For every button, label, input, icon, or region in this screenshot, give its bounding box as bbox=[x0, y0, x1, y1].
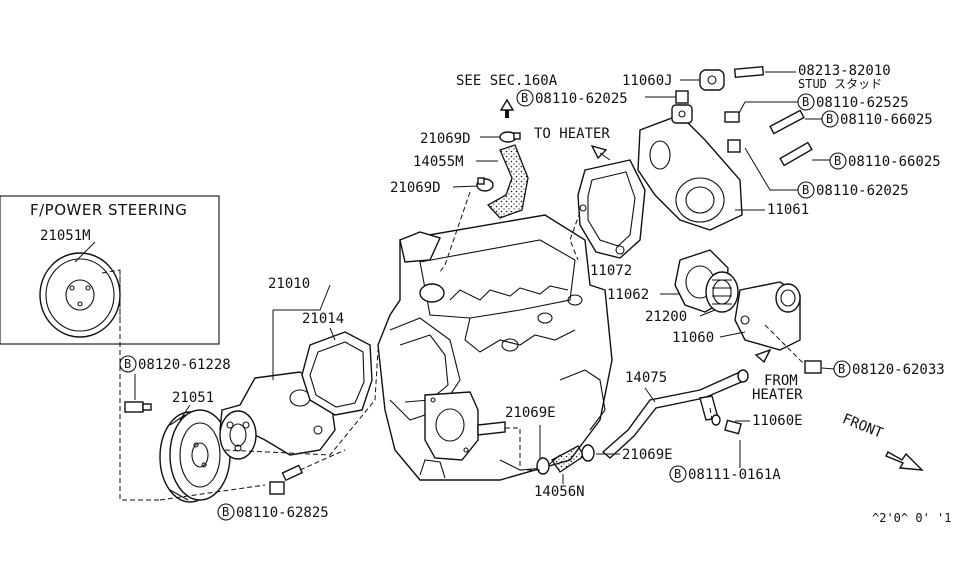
see-section-ref: SEE SEC.160A bbox=[456, 73, 558, 89]
part-label-21069D-mid: 21069D bbox=[390, 180, 441, 196]
callout-08110-66025-a: B 08110-66025 bbox=[821, 110, 933, 128]
bolt-label-08110-62025-mid: 08110-62025 bbox=[816, 183, 909, 199]
stud-08213-82010-drawing bbox=[733, 66, 765, 78]
pulley-21051M-drawing bbox=[39, 252, 121, 338]
bolt-label-08120-61228: 08120-61228 bbox=[138, 357, 231, 373]
part-label-21051: 21051 bbox=[172, 390, 214, 406]
to-heater-label: TO HEATER bbox=[534, 126, 610, 142]
part-label-21069E-right: 21069E bbox=[622, 447, 673, 463]
callout-08110-62525: B 08110-62525 bbox=[797, 93, 909, 111]
part-label-11060: 11060 bbox=[672, 330, 714, 346]
bolt-label-08110-62525: 08110-62525 bbox=[816, 95, 909, 111]
gasket-11072-drawing bbox=[577, 159, 646, 259]
bolt-label-08110-66025-a: 08110-66025 bbox=[840, 112, 933, 128]
bolt-label-08213-82010: 08213-82010 bbox=[798, 63, 891, 79]
b-symbol: B bbox=[834, 154, 841, 168]
bolt-label-08110-66025-b: 08110-66025 bbox=[848, 154, 941, 170]
from-heater-label-2: HEATER bbox=[752, 387, 803, 403]
pulley-21051-drawing bbox=[159, 409, 231, 503]
part-label-14055M: 14055M bbox=[413, 154, 464, 170]
front-indicator: FRONT bbox=[840, 411, 924, 471]
clamp-21069E-left bbox=[536, 457, 550, 475]
front-arrow-icon bbox=[885, 451, 924, 471]
callout-08110-62025-mid: B 08110-62025 bbox=[797, 181, 909, 199]
arrow-up-icon bbox=[499, 98, 515, 111]
part-label-11072: 11072 bbox=[590, 263, 632, 279]
from-heater-label-1: FROM bbox=[764, 373, 798, 389]
b-symbol: B bbox=[674, 467, 681, 481]
part-label-21069E-left: 21069E bbox=[505, 405, 556, 421]
bolt-label-08120-62033: 08120-62033 bbox=[852, 362, 945, 378]
part-label-21014: 21014 bbox=[302, 311, 344, 327]
bolt-08120-61228-drawing bbox=[124, 401, 152, 413]
part-label-21069D-top: 21069D bbox=[420, 131, 471, 147]
part-label-21051M: 21051M bbox=[40, 228, 91, 244]
bolt-08110-62025-top-drawing bbox=[675, 90, 689, 104]
bracket-11060J-drawing bbox=[699, 69, 725, 91]
front-label: FRONT bbox=[840, 411, 886, 442]
part-label-21010: 21010 bbox=[268, 276, 310, 292]
callout-08120-62033: B 08120-62033 bbox=[833, 360, 945, 378]
bolt-08110-62825-drawing bbox=[269, 464, 304, 495]
hose-14055M-drawing bbox=[486, 144, 529, 219]
inset-title: F/POWER STEERING bbox=[30, 201, 187, 219]
b-symbol: B bbox=[838, 362, 845, 376]
callout-08110-62825: B 08110-62825 bbox=[217, 503, 329, 521]
b-symbol: B bbox=[826, 112, 833, 126]
part-label-14075: 14075 bbox=[625, 370, 667, 386]
part-label-11061: 11061 bbox=[767, 202, 809, 218]
part-label-11060J: 11060J bbox=[622, 73, 673, 89]
gasket-21014-drawing bbox=[301, 331, 373, 416]
bolt-08120-62033-drawing bbox=[804, 360, 822, 374]
callout-08110-62025-top: B 08110-62025 bbox=[516, 89, 628, 107]
bolt-08110-66025-b-drawing bbox=[779, 141, 813, 167]
bolt-label-08110-62025-top: 08110-62025 bbox=[535, 91, 628, 107]
bolt-08110-62025-mid-drawing bbox=[727, 139, 741, 153]
engine-block-drawing bbox=[377, 214, 613, 481]
water-pump-21010-drawing bbox=[219, 371, 336, 460]
arrow-up-stem bbox=[505, 110, 509, 118]
thermostat-21200-drawing bbox=[705, 271, 739, 313]
part-label-11060E: 11060E bbox=[752, 413, 803, 429]
b-symbol: B bbox=[521, 91, 528, 105]
stud-label: STUD スタッド bbox=[798, 77, 882, 91]
clamp-21069D-top bbox=[499, 131, 521, 143]
b-symbol: B bbox=[124, 357, 131, 371]
callout-08120-61228: B 08120-61228 bbox=[119, 355, 231, 373]
callout-08111-0161A: B 08111-0161A bbox=[669, 465, 781, 483]
bolt-label-08110-62825: 08110-62825 bbox=[236, 505, 329, 521]
clamp-21069D-mid bbox=[476, 177, 494, 192]
b-symbol: B bbox=[222, 505, 229, 519]
callout-08110-66025-b: B 08110-66025 bbox=[829, 152, 941, 170]
arrow-from-heater-icon bbox=[754, 348, 772, 364]
part-label-11062: 11062 bbox=[607, 287, 649, 303]
outlet-11060-drawing bbox=[734, 281, 801, 351]
inset-power-steering: F/POWER STEERING 21051M bbox=[0, 195, 220, 345]
b-symbol: B bbox=[802, 183, 809, 197]
part-label-14056N: 14056N bbox=[534, 484, 585, 500]
housing-11061-drawing bbox=[637, 104, 743, 231]
b-symbol: B bbox=[802, 95, 809, 109]
image-code: ^2'0^ 0' '1 bbox=[872, 511, 951, 525]
bolt-08110-62525-drawing bbox=[724, 111, 740, 123]
part-label-21200: 21200 bbox=[645, 309, 687, 325]
bolt-label-08111-0161A: 08111-0161A bbox=[688, 467, 781, 483]
bolt-11060E-drawing bbox=[711, 414, 742, 435]
bolt-08110-66025-a-drawing bbox=[769, 109, 805, 135]
clamp-21069E-right bbox=[581, 444, 595, 462]
